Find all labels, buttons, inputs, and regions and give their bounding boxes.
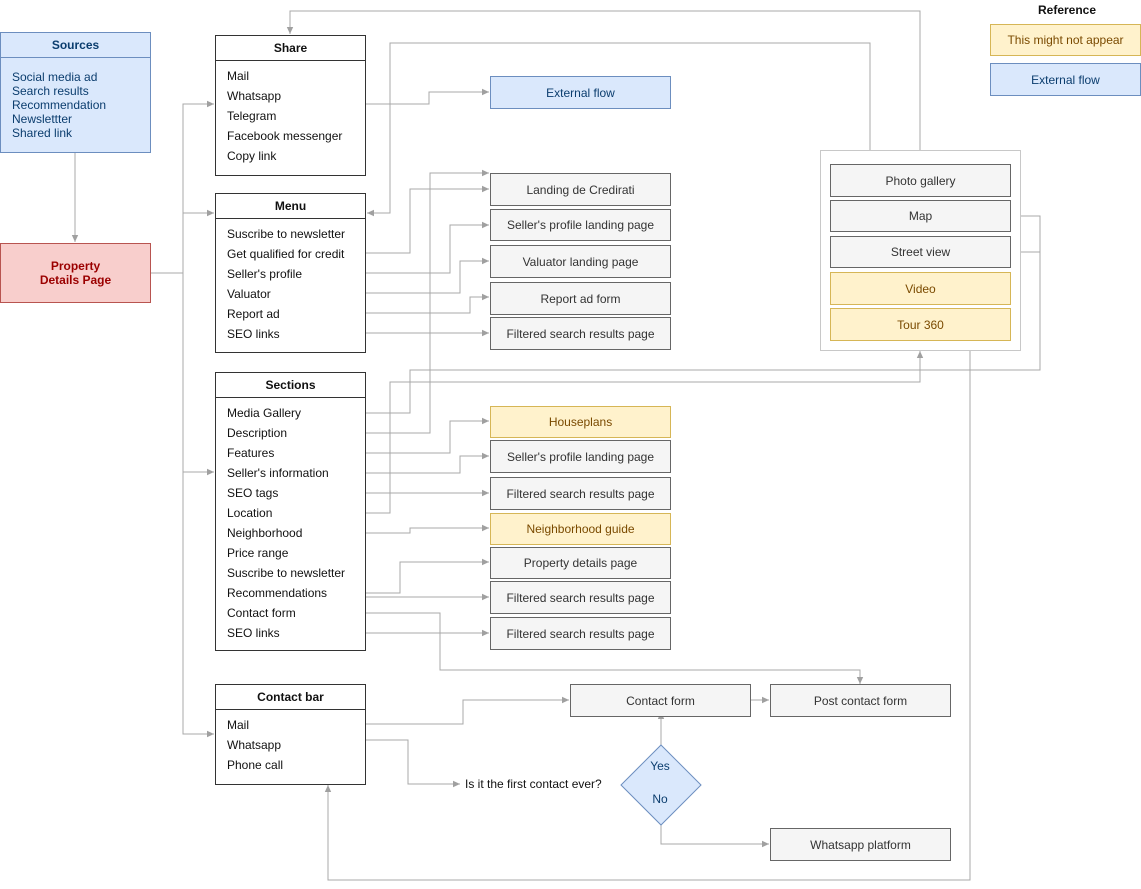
edge-menu-credit xyxy=(366,185,489,254)
node-filtered-2: Filtered search results page xyxy=(490,477,671,510)
node-external-flow: External flow xyxy=(490,76,671,109)
node-valuator-landing: Valuator landing page xyxy=(490,245,671,278)
menu-item-credit: Get qualified for credit xyxy=(227,247,345,261)
edge-gallery-share-menu xyxy=(367,42,871,217)
sources-box: Sources Social media ad Search results R… xyxy=(0,32,151,153)
section-item-seo-links: SEO links xyxy=(227,626,280,640)
contact-bar-item-phone: Phone call xyxy=(227,758,284,772)
legend-external-flow: External flow xyxy=(990,63,1141,96)
menu-title: Menu xyxy=(216,194,365,219)
legend-might-not-appear: This might not appear xyxy=(990,24,1141,56)
node-houseplans: Houseplans xyxy=(490,406,671,438)
menu-item-valuator: Valuator xyxy=(227,287,271,301)
source-item: Social media ad xyxy=(12,70,98,84)
share-item-mail: Mail xyxy=(227,69,250,83)
edge-sections-recommend-prop xyxy=(356,558,489,594)
node-tour-360: Tour 360 xyxy=(830,308,1011,341)
section-item-description: Description xyxy=(227,426,288,440)
edge-menu-valuator xyxy=(366,257,489,294)
share-item-telegram: Telegram xyxy=(227,109,277,123)
share-title: Share xyxy=(216,36,365,61)
edge-no-whatsapp xyxy=(660,823,769,848)
section-item-media-gallery: Media Gallery xyxy=(227,406,302,420)
source-item: Shared link xyxy=(12,126,73,140)
edge-gallery-contactbar xyxy=(324,351,971,881)
edge-sections-gallery xyxy=(366,212,1041,414)
node-landing-crediti: Landing de Credirati xyxy=(490,173,671,206)
contact-bar-item-whatsapp: Whatsapp xyxy=(227,738,282,752)
edge-sections-neighborhood xyxy=(366,524,489,534)
contact-bar-container: Contact bar Mail Whatsapp Phone call xyxy=(215,684,366,785)
edge-sections-contactform xyxy=(366,612,864,684)
node-seller-landing-1: Seller's profile landing page xyxy=(490,209,671,241)
node-filtered-1: Filtered search results page xyxy=(490,317,671,350)
menu-item-newsletter: Suscribe to newsletter xyxy=(227,227,346,241)
node-photo-gallery: Photo gallery xyxy=(830,164,1011,197)
section-item-features: Features xyxy=(227,446,275,460)
share-container: Share Mail Whatsapp Telegram Facebook me… xyxy=(215,35,366,176)
section-item-seller-info: Seller's information xyxy=(227,466,329,480)
decision-no-label: No xyxy=(652,792,668,806)
node-neighborhood-guide: Neighborhood guide xyxy=(490,513,671,545)
menu-container: Menu Suscribe to newsletter Get qualifie… xyxy=(215,193,366,353)
node-video: Video xyxy=(830,272,1011,305)
menu-item-seller-profile: Seller's profile xyxy=(227,267,302,281)
node-filtered-3: Filtered search results page xyxy=(490,581,671,614)
sections-title: Sections xyxy=(216,373,365,398)
node-filtered-4: Filtered search results page xyxy=(490,617,671,650)
menu-item-seo-links: SEO links xyxy=(227,327,280,341)
edge-property-sections xyxy=(182,273,214,476)
section-item-neighborhood: Neighborhood xyxy=(227,526,303,540)
edge-menu-report xyxy=(366,293,489,314)
source-item: Recommendation xyxy=(12,98,107,112)
decision-yes-label: Yes xyxy=(650,759,670,773)
sections-container: Sections Media Gallery Description Featu… xyxy=(215,372,366,651)
node-report-ad-form: Report ad form xyxy=(490,282,671,315)
decision-question: Is it the first contact ever? xyxy=(465,777,602,791)
section-item-seo-tags: SEO tags xyxy=(227,486,279,500)
edge-share-external xyxy=(366,88,489,105)
node-contact-form: Contact form xyxy=(570,684,751,717)
edge-property-menu xyxy=(151,209,214,274)
node-property-details: Property details page xyxy=(490,547,671,579)
reference-title: Reference xyxy=(1038,3,1097,17)
edge-property-contactbar xyxy=(182,472,214,738)
edge-contactbar-whatsapp xyxy=(366,739,460,788)
node-map: Map xyxy=(830,200,1011,232)
source-item: Newslettter xyxy=(12,112,73,126)
section-item-recommendations: Recommendations xyxy=(227,586,328,600)
section-item-newsletter: Suscribe to newsletter xyxy=(227,566,346,580)
contact-bar-item-mail: Mail xyxy=(227,718,250,732)
section-item-contact-form: Contact form xyxy=(227,606,296,620)
contact-bar-title: Contact bar xyxy=(216,685,365,710)
edge-sections-description xyxy=(366,169,489,434)
edge-sections-location xyxy=(366,351,924,514)
property-details-page-node: Property Details Page xyxy=(0,243,151,303)
section-item-price-range: Price range xyxy=(227,546,289,560)
share-item-whatsapp: Whatsapp xyxy=(227,89,282,103)
edge-sections-features xyxy=(366,417,489,454)
edge-sections-seller xyxy=(366,452,489,474)
share-item-copy-link: Copy link xyxy=(227,149,277,163)
node-street-view: Street view xyxy=(830,236,1011,268)
node-whatsapp-platform: Whatsapp platform xyxy=(770,828,951,861)
sources-title: Sources xyxy=(1,33,150,58)
edge-gallery-share-top xyxy=(286,10,921,150)
edge-menu-seller xyxy=(366,221,489,274)
source-item: Search results xyxy=(12,84,89,98)
section-item-location: Location xyxy=(227,506,273,520)
decision-diamond xyxy=(620,744,702,826)
share-item-facebook: Facebook messenger xyxy=(227,129,343,143)
node-seller-landing-2: Seller's profile landing page xyxy=(490,440,671,473)
edge-contactbar-mail xyxy=(366,696,569,725)
menu-item-report-ad: Report ad xyxy=(227,307,280,321)
node-post-contact-form: Post contact form xyxy=(770,684,951,717)
